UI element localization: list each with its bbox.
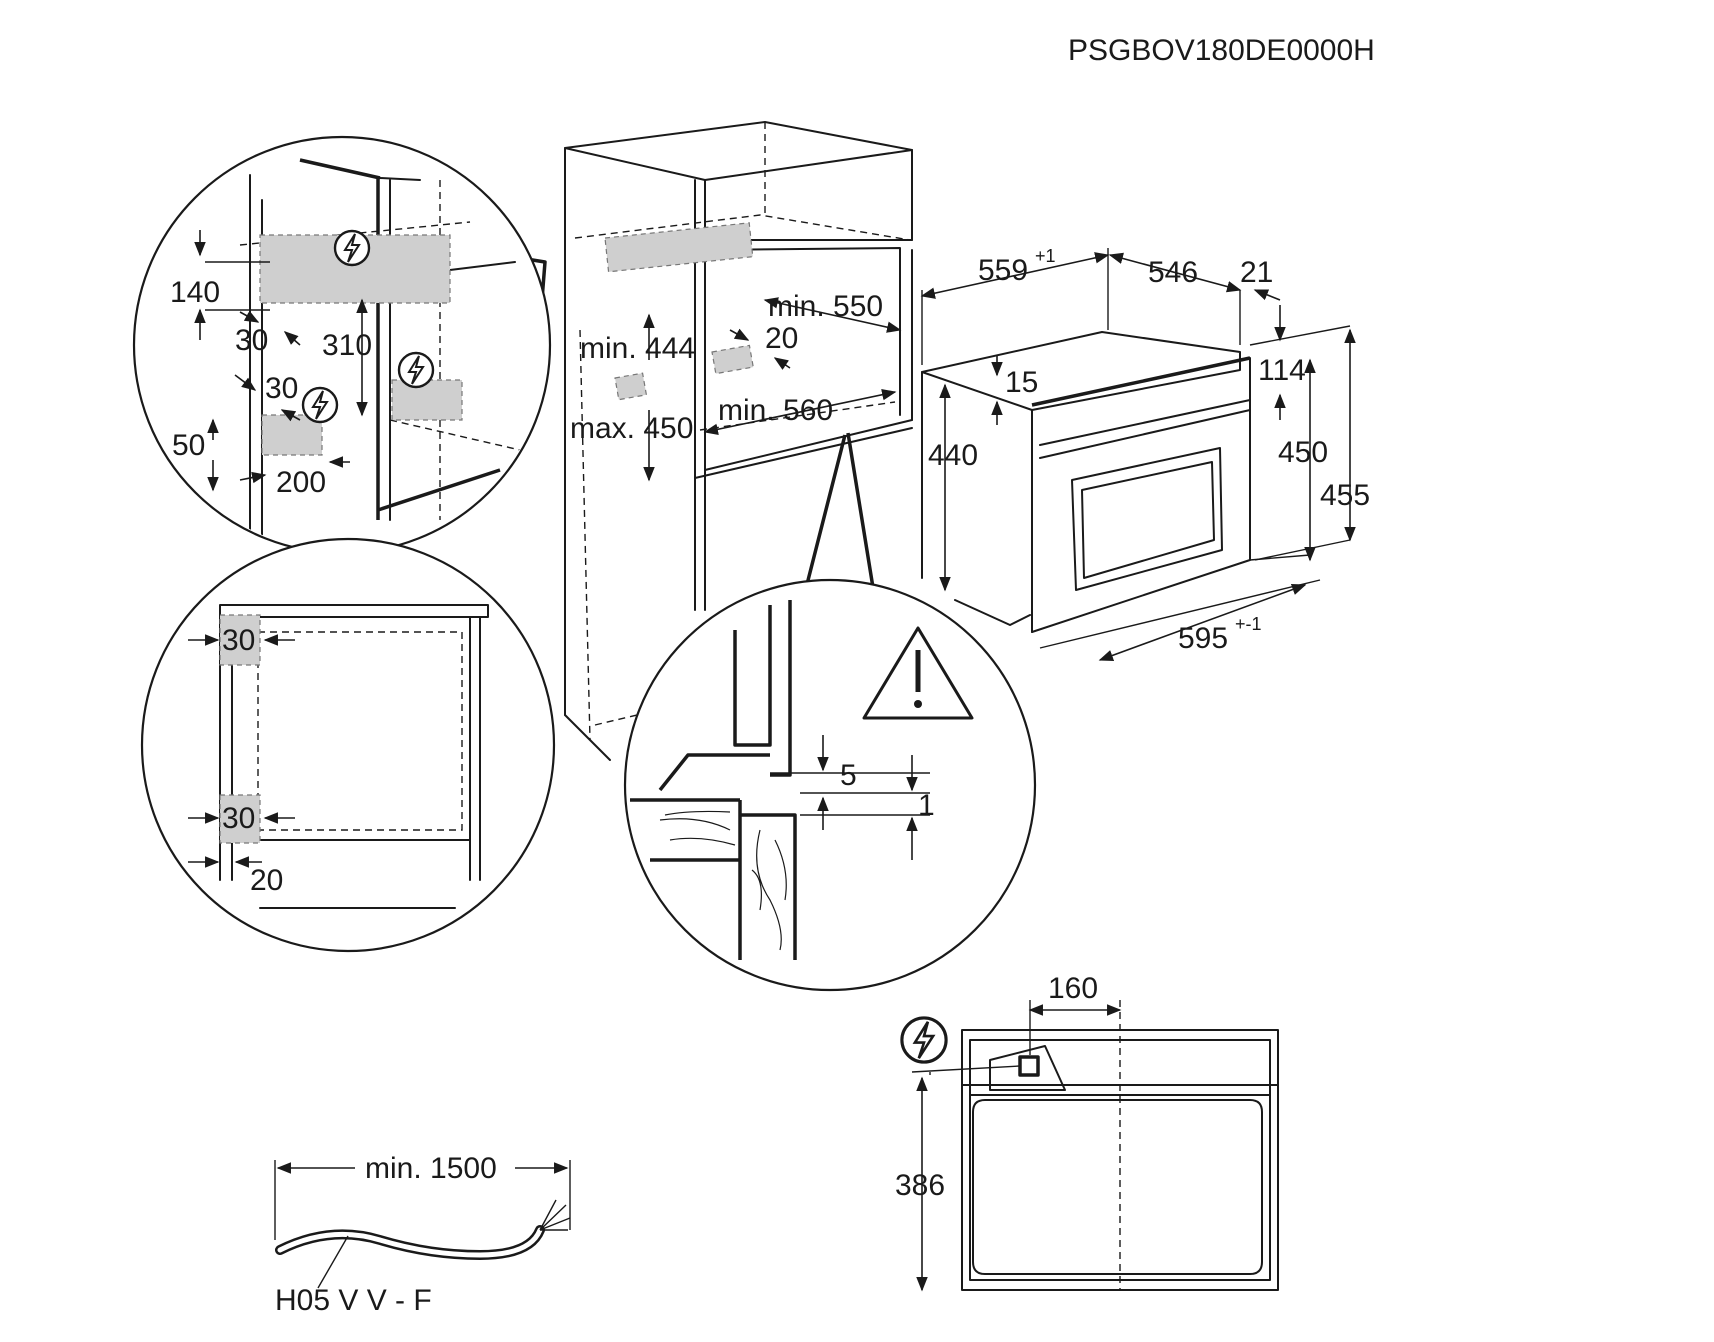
grey-zone-side [391, 379, 463, 421]
dim-30: 30 [222, 802, 255, 835]
dim-595-tolerance: +-1 [1235, 614, 1262, 634]
dim-200: 200 [276, 466, 326, 499]
dim-30: 30 [222, 624, 255, 657]
oven-3d: 559 +1 546 21 15 114 440 450 455 595 +-1 [920, 246, 1370, 661]
cable-type-label: H05 V V - F [275, 1284, 432, 1317]
dim-min-560: min. 560 [718, 394, 833, 427]
dim-595: 595 [1178, 622, 1228, 655]
grey-zone-top [219, 614, 261, 666]
dim-20: 20 [250, 864, 283, 897]
dim-20: 20 [765, 322, 798, 355]
grey-zone-bottom [261, 414, 323, 456]
electric-connection-icon [301, 386, 339, 424]
dim-310: 310 [322, 329, 372, 362]
dim-440: 440 [928, 439, 978, 472]
dim-455: 455 [1320, 479, 1370, 512]
dim-30: 30 [235, 324, 268, 357]
model-code: PSGBOV180DE0000H [1068, 34, 1375, 67]
connection-box [1018, 1055, 1040, 1077]
electric-connection-icon [333, 229, 371, 267]
electric-connection-icon [900, 1016, 948, 1064]
dim-140: 140 [170, 276, 220, 309]
detail-circle-side-clearance: 30 30 20 [140, 537, 556, 953]
cable-length-label: min. 1500 [365, 1152, 497, 1185]
dim-21: 21 [1240, 256, 1273, 289]
dim-max-450: max. 450 [570, 412, 693, 445]
dim-min-550: min. 550 [768, 290, 883, 323]
grey-zone-side [711, 344, 754, 375]
dim-546: 546 [1148, 256, 1198, 289]
dim-559: 559 [978, 254, 1028, 287]
dim-5: 5 [840, 759, 857, 792]
dim-1: 1 [918, 789, 935, 822]
detail-circle-connection: 140 30 310 30 50 200 [132, 135, 552, 555]
dim-50: 50 [172, 429, 205, 462]
dim-114: 114 [1258, 354, 1306, 387]
warning-triangle-icon [862, 626, 974, 720]
dim-559-tolerance: +1 [1035, 246, 1056, 266]
detail-circle-gap: 5 1 [623, 432, 1037, 992]
dim-160: 160 [1048, 972, 1098, 1005]
grey-zone-bottom [219, 794, 261, 844]
dim-450: 450 [1278, 436, 1328, 469]
cabinet-niche: min. 444 max. 450 min. 550 20 min. 560 [564, 121, 913, 761]
dim-386: 386 [895, 1169, 945, 1202]
dim-min-444: min. 444 [580, 332, 695, 365]
dim-15: 15 [1005, 366, 1038, 399]
power-cable: min. 1500 H05 V V - F [274, 1152, 571, 1317]
grey-zone-bottom [614, 372, 648, 401]
electric-connection-icon [397, 351, 435, 389]
dim-30: 30 [265, 372, 298, 405]
grey-zone-top [604, 222, 754, 273]
oven-front-view: 160 386 [895, 972, 1279, 1292]
